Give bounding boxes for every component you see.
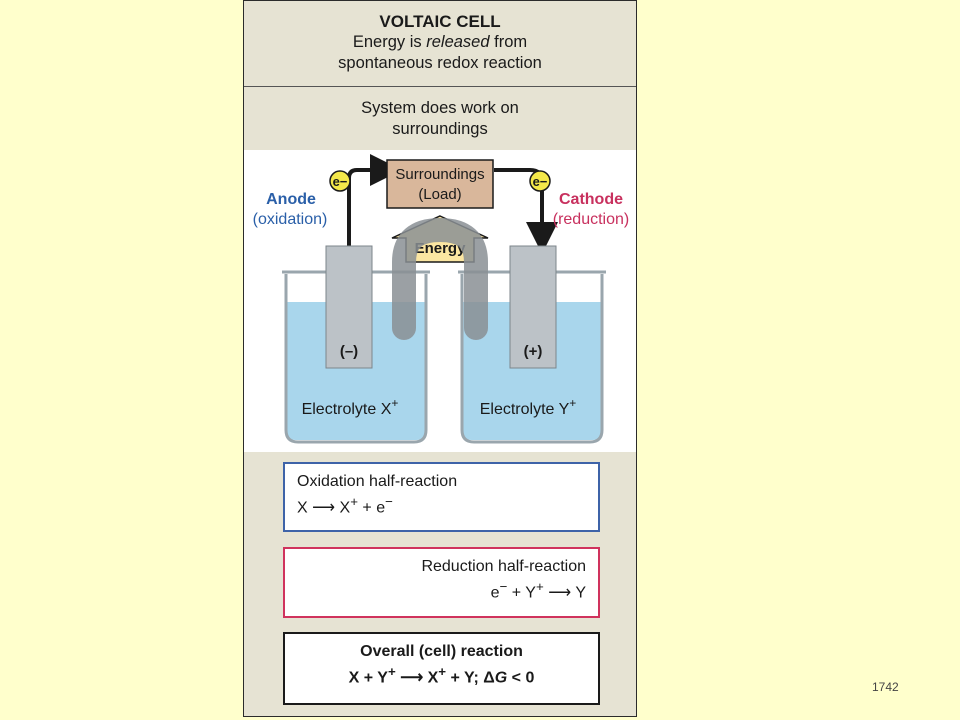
figure-title: VOLTAIC CELL [379, 12, 501, 31]
reduction-box: Reduction half-reaction e− + Y+ ⟶ Y [283, 547, 600, 618]
work-section: System does work on surroundings [361, 99, 519, 138]
title-section: VOLTAIC CELL Energy is released from spo… [244, 1, 636, 87]
electron-left-icon [329, 170, 351, 192]
anode-electrode [325, 245, 373, 369]
overall-title: Overall (cell) reaction [360, 643, 523, 660]
oxidation-equation: X ⟶ X+ + e− [297, 494, 393, 517]
electron-left-label: e− [333, 174, 348, 189]
energy-label: Energy [415, 240, 467, 257]
oxidation-box: Oxidation half-reaction X ⟶ X+ + e− [283, 462, 600, 532]
load-sublabel: (Load) [418, 186, 461, 203]
load-box [386, 159, 494, 209]
cathode-charge: (+) [524, 343, 543, 360]
cell-diagram: Surroundings (Load) e− e− Anode (oxidati… [244, 150, 636, 452]
cell-diagram-svg: Surroundings (Load) e− e− Anode (oxidati… [253, 154, 629, 444]
reaction-arrow-icon: ⟶ [400, 669, 424, 687]
reduction-equation: e− + Y+ ⟶ Y [490, 579, 586, 602]
electron-right-icon [529, 170, 551, 192]
anode-label: Anode [266, 191, 316, 208]
energy-statement: Energy is released from [352, 33, 528, 51]
electrolyte-right-label: Electrolyte Y+ [480, 396, 577, 418]
load-label: Surroundings [395, 166, 484, 183]
left-beaker-liquid [286, 302, 426, 440]
reaction-arrow-icon: ⟶ [548, 584, 572, 602]
page-number: 1742 [872, 680, 899, 694]
anode-sublabel: (oxidation) [253, 211, 328, 228]
overall-equation: X + Y+ ⟶ X+ + Y; ΔG < 0 [348, 664, 535, 687]
oxidation-title: Oxidation half-reaction [297, 473, 458, 490]
reduction-title: Reduction half-reaction [421, 558, 586, 575]
anode-charge: (–) [340, 343, 358, 360]
cathode-label: Cathode [559, 191, 623, 208]
right-beaker-liquid [462, 302, 602, 440]
salt-bridge [392, 217, 488, 340]
reaction-arrow-icon: ⟶ [312, 499, 336, 517]
electron-right-label: e− [533, 174, 548, 189]
electrolyte-left-label: Electrolyte X+ [302, 396, 399, 418]
wire-anode [347, 168, 384, 246]
cathode-electrode [509, 245, 557, 369]
voltaic-cell-figure: VOLTAIC CELL Energy is released from spo… [243, 0, 637, 717]
energy-statement-line2: spontaneous redox reaction [338, 54, 542, 72]
cathode-sublabel: (reduction) [553, 211, 629, 228]
overall-box: Overall (cell) reaction X + Y+ ⟶ X+ + Y;… [283, 632, 600, 705]
